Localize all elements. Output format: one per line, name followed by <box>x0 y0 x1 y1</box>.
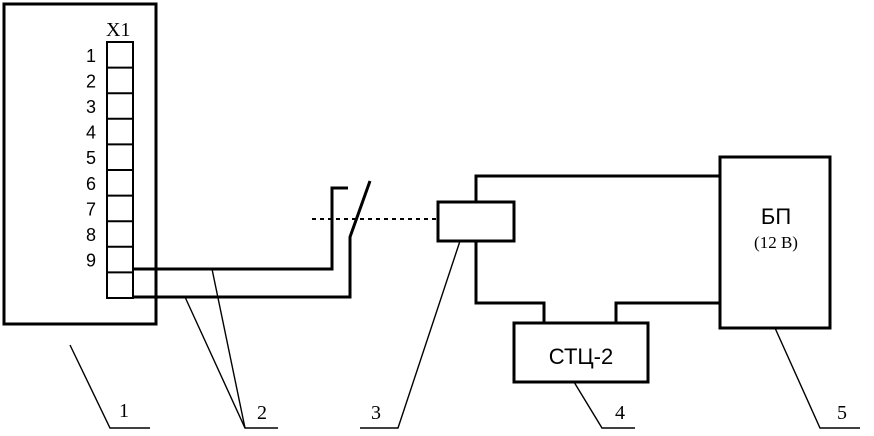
connector-pin-number: 9 <box>86 251 96 271</box>
wire-relay-to-cts <box>474 241 546 323</box>
connector-pin-number: 7 <box>86 199 96 219</box>
callout-2-leader-b <box>211 268 246 429</box>
callout-5-leader <box>774 327 860 429</box>
device-block <box>2 2 158 326</box>
callout-2: 2 <box>257 402 267 424</box>
connector-pin-number: 5 <box>86 148 96 168</box>
connector-pin-number: 2 <box>86 71 96 91</box>
cts-label: СТЦ-2 <box>549 344 613 369</box>
connector-title: X1 <box>106 19 130 41</box>
connector-pin-number: 4 <box>86 123 96 143</box>
power-supply-voltage: (12 В) <box>754 233 798 252</box>
relay-block <box>436 200 516 243</box>
wire-lower <box>133 180 372 299</box>
wire-relay-to-psu <box>474 174 720 202</box>
callout-3-leader <box>360 240 461 429</box>
wire-cts-to-psu <box>614 301 720 323</box>
callout-1: 1 <box>119 400 129 422</box>
connector-pins: 1 2 3 4 5 6 7 8 9 <box>86 46 133 274</box>
callout-5: 5 <box>837 402 847 424</box>
callout-4: 4 <box>615 402 625 424</box>
connector-pin-number: 3 <box>86 97 96 117</box>
connector-pin-number: 6 <box>86 174 96 194</box>
power-supply-label: БП <box>761 204 791 229</box>
callout-1-leader <box>69 344 150 429</box>
connector-pin-number: 8 <box>86 225 96 245</box>
wire-upper <box>133 186 348 271</box>
callout-4-leader <box>573 381 635 429</box>
cts-block <box>512 321 650 384</box>
callout-3: 3 <box>371 402 381 424</box>
connector-pin-number: 1 <box>86 46 96 66</box>
